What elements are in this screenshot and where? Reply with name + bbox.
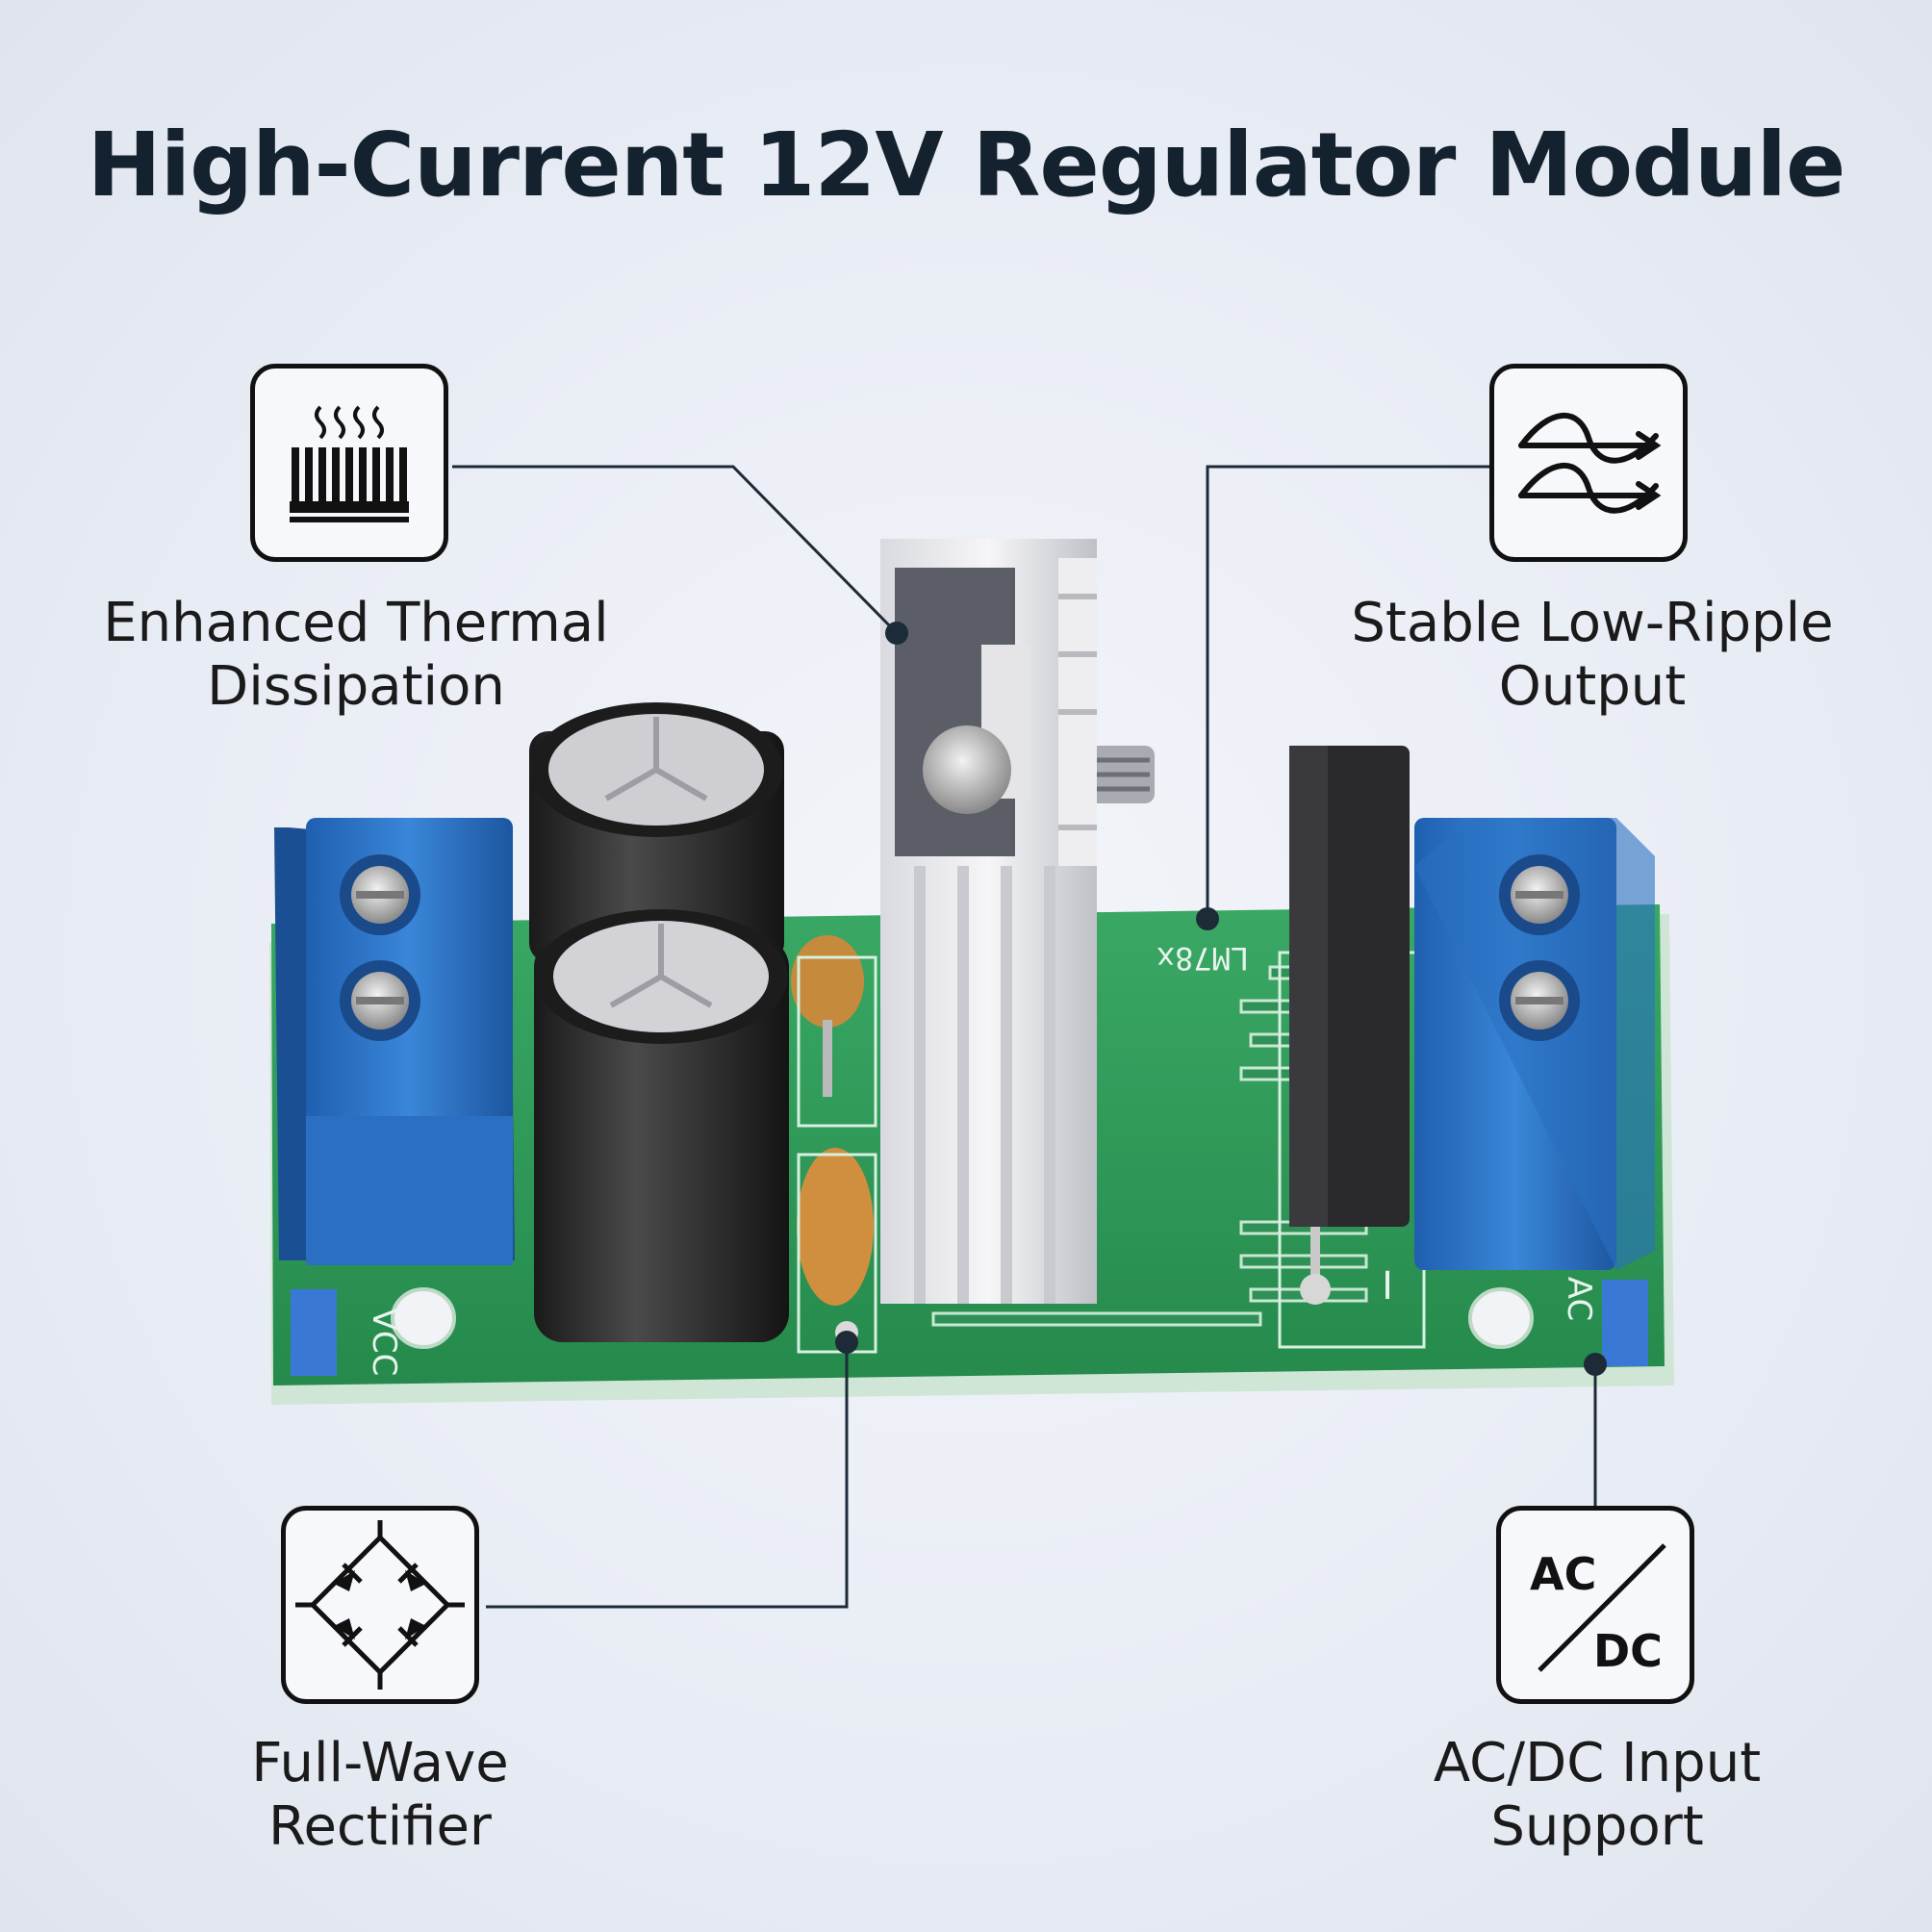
wave-arrows-icon — [1518, 412, 1662, 514]
minus-silkscreen-label: I — [1382, 1264, 1393, 1309]
ac-dc-icon: AC DC — [1530, 1543, 1666, 1677]
acdc-icon-box: AC DC — [1496, 1506, 1694, 1704]
front-capacitor — [534, 909, 789, 1342]
page-title: High-Current 12V Regulator Module — [87, 114, 1846, 216]
rectifier-feature-label: Full-Wave Rectifier — [188, 1732, 572, 1859]
icon-dc-text: DC — [1593, 1625, 1663, 1677]
ripple-feature-label: Stable Low-Ripple Output — [1318, 592, 1867, 719]
acdc-feature-label: AC/DC Input Support — [1366, 1732, 1828, 1859]
thermal-label-line1: Enhanced Thermal — [103, 592, 609, 654]
right-terminal-block — [1414, 818, 1655, 1270]
bridge-rectifier-icon — [295, 1520, 465, 1690]
part-silkscreen-label: LM78x — [1157, 940, 1249, 977]
vcc-silkscreen-label: VCC — [365, 1309, 403, 1377]
ripple-callout-line — [1206, 465, 1489, 919]
rectifier-callout-line — [486, 1342, 849, 1609]
ripple-icon-box — [1489, 364, 1688, 562]
rear-capacitor — [529, 702, 784, 962]
ripple-label-line2: Output — [1498, 655, 1687, 718]
rectifier-label-line1: Full-Wave — [251, 1732, 509, 1794]
icon-ac-text: AC — [1530, 1548, 1596, 1600]
thermal-feature-label: Enhanced Thermal Dissipation — [87, 592, 625, 719]
ac-silkscreen-label: AC — [1560, 1277, 1598, 1321]
bridge-rectifier-block — [1289, 746, 1410, 1305]
rectifier-label-line2: Rectifier — [268, 1795, 492, 1858]
acdc-label-line2: Support — [1490, 1795, 1704, 1858]
rectifier-icon-box — [281, 1506, 479, 1704]
thermal-icon-box — [250, 364, 448, 562]
rectifier-callout-dot — [835, 1331, 858, 1354]
heatsink-regulator — [880, 539, 1155, 1304]
thermal-callout-line — [452, 465, 899, 635]
ripple-callout-dot — [1196, 907, 1219, 930]
thermal-callout-dot — [885, 622, 908, 645]
ceramic-capacitors — [791, 935, 877, 1354]
acdc-callout-dot — [1584, 1353, 1607, 1376]
left-terminal-block — [274, 818, 515, 1265]
acdc-label-line1: AC/DC Input — [1433, 1732, 1762, 1794]
ripple-label-line1: Stable Low-Ripple — [1351, 592, 1834, 654]
thermal-label-line2: Dissipation — [207, 655, 505, 718]
heatsink-icon — [290, 405, 409, 522]
